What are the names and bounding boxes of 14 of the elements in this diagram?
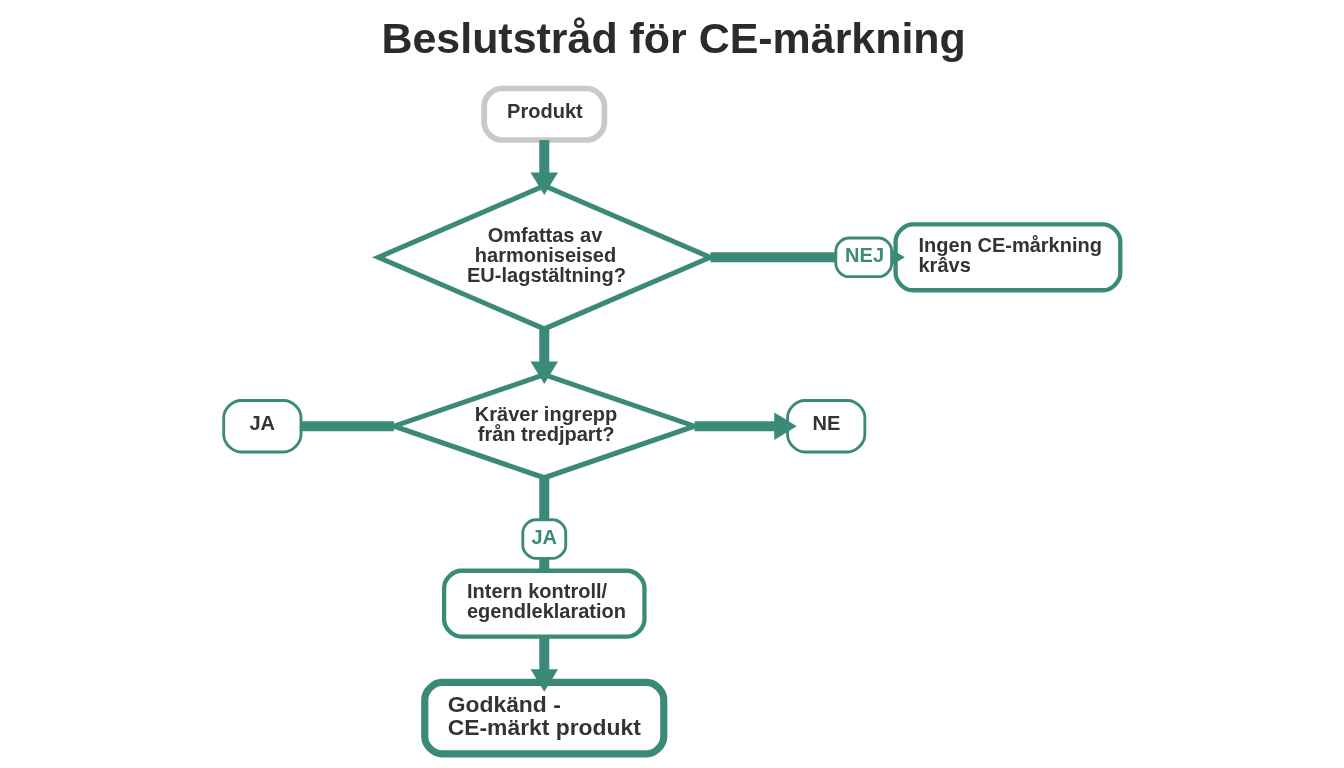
diagram-title: Beslutstråd för CE-märkning (381, 13, 966, 62)
node-box: Ingen CE-mårkning krâvs (893, 222, 1123, 293)
arrow (530, 140, 559, 195)
node-box: Godkänd - CE-märkt produkt (421, 678, 668, 758)
connector (301, 421, 394, 432)
arrow (694, 412, 797, 440)
node-box: JA (222, 399, 303, 454)
arrow (530, 636, 559, 692)
edge-label: NEJ (845, 243, 885, 266)
arrow (530, 329, 559, 384)
node-box: Produkt (481, 85, 608, 143)
node-box: NE (786, 399, 867, 454)
edge-label: JA (531, 525, 557, 548)
node-box: Intern kontroll/ egendleklaration (441, 568, 647, 639)
